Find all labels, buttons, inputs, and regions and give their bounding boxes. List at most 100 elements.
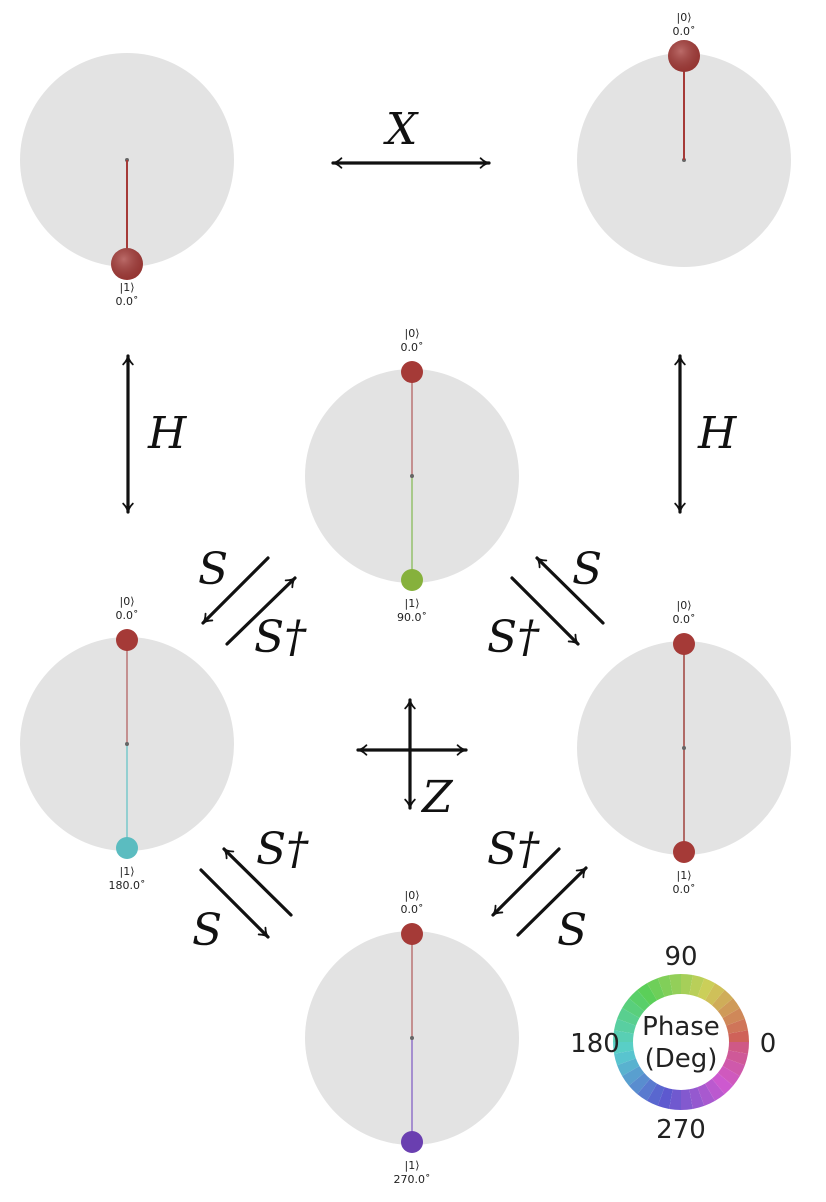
phase-label: 180.0˚ [109, 879, 146, 892]
ket-label: |1⟩ [677, 869, 692, 882]
phase-wheel-segment [614, 1018, 636, 1034]
phase-wheel-segment [697, 978, 715, 1001]
phase-label: 0.0˚ [401, 341, 424, 354]
phase-wheel-segment [711, 1072, 734, 1095]
phase-wheel-segment [705, 983, 725, 1006]
qsphere-state-plus: |0⟩ 0.0˚ |1⟩ 0.0˚ [577, 599, 791, 896]
phase-wheel-segment [669, 1089, 681, 1110]
qsphere-state-minus: |0⟩ 0.0˚ |1⟩ 180.0˚ [20, 595, 234, 892]
sphere-center [682, 746, 686, 750]
z-gate-label: Z [420, 772, 454, 823]
state-ball-zero [401, 923, 423, 945]
state-ball-one [673, 841, 695, 863]
phase-wheel-segment [647, 1083, 665, 1106]
phase-wheel-segment [717, 1066, 740, 1086]
phase-wheel-segment [637, 1078, 657, 1101]
phase-wheel-segment [617, 1008, 640, 1026]
phase-label: 270.0˚ [394, 1173, 431, 1186]
sdagger-gate-label: S† [254, 612, 307, 663]
phase-tick-270: 270 [656, 1115, 706, 1145]
s-gate-arrow-upper-right: S [535, 544, 605, 625]
phase-wheel-segment [726, 1018, 748, 1034]
phase-label: 0.0˚ [673, 25, 696, 38]
qsphere-state-one: |1⟩ 0.0˚ [20, 53, 234, 308]
state-ball-one [401, 569, 423, 591]
state-ball-zero [401, 361, 423, 383]
ket-label: |1⟩ [120, 865, 135, 878]
s-gate-label: S [192, 905, 222, 956]
phase-label: 0.0˚ [673, 613, 696, 626]
ket-label: |1⟩ [405, 597, 420, 610]
phase-wheel-segment [705, 1078, 725, 1101]
phase-wheel-segment [722, 1058, 745, 1076]
sdagger-gate-label: S† [256, 824, 309, 875]
sdagger-gate-label: S† [487, 612, 540, 663]
phase-wheel-segment [637, 983, 657, 1006]
phase-wheel-segment [717, 998, 740, 1018]
phase-wheel-segment [628, 1072, 651, 1095]
s-gate-label: S [572, 544, 602, 595]
state-ball-zero [116, 629, 138, 651]
phase-label: 0.0˚ [116, 609, 139, 622]
s-gate-label: S [557, 905, 587, 956]
sphere-center [410, 474, 414, 478]
state-ball-one [116, 837, 138, 859]
ket-label: |0⟩ [405, 889, 420, 902]
phase-wheel-segment [647, 978, 665, 1001]
phase-wheel-segment [669, 974, 681, 995]
phase-wheel-segment [613, 1042, 634, 1054]
sphere-center [125, 742, 129, 746]
x-gate-label: X [383, 104, 419, 155]
phase-label: 0.0˚ [401, 903, 424, 916]
phase-color-wheel: Phase (Deg) 90 180 0 270 [570, 942, 776, 1145]
state-ball-zero [673, 633, 695, 655]
s-gate-arrow-upper-left: S [198, 544, 270, 625]
sphere-center [410, 1036, 414, 1040]
ket-label: |0⟩ [405, 327, 420, 340]
ket-label: |0⟩ [677, 11, 692, 24]
phase-wheel-segment [681, 974, 693, 995]
qsphere-state-minus-i: |0⟩ 0.0˚ |1⟩ 270.0˚ [305, 889, 519, 1186]
h-gate-label-right: H [697, 408, 738, 459]
h-gate-arrow-left: H [122, 354, 188, 514]
s-gate-label: S [198, 544, 228, 595]
ket-label: |0⟩ [677, 599, 692, 612]
phase-wheel-segment [622, 998, 645, 1018]
phase-label: 0.0˚ [116, 295, 139, 308]
ket-label: |1⟩ [405, 1159, 420, 1172]
phase-tick-180: 180 [570, 1029, 620, 1059]
phase-wheel-segment [728, 1042, 749, 1054]
phase-wheel-segment [622, 1066, 645, 1086]
phase-wheel-segment [722, 1008, 745, 1026]
x-gate-arrow: X [331, 104, 491, 169]
phase-label: 90.0˚ [397, 611, 427, 624]
phase-wheel-segment [657, 975, 673, 997]
phase-wheel-segment [617, 1058, 640, 1076]
qsphere-state-zero: |0⟩ 0.0˚ [577, 11, 791, 267]
s-gate-arrow-lower-left: S [192, 868, 270, 956]
sdagger-gate-label: S† [487, 824, 540, 875]
sdagger-gate-arrow-lower-left: S† [222, 824, 309, 917]
ket-label: |1⟩ [120, 281, 135, 294]
phase-wheel-segment [657, 1087, 673, 1109]
h-gate-arrow-right: H [674, 354, 738, 514]
phase-wheel-segment [697, 1083, 715, 1106]
phase-label: 0.0˚ [673, 883, 696, 896]
phase-wheel-segment [711, 989, 734, 1012]
phase-tick-0: 0 [760, 1029, 777, 1059]
phase-wheel-ring [613, 974, 749, 1110]
phase-wheel-segment [689, 1087, 705, 1109]
phase-wheel-segment [689, 975, 705, 997]
phase-tick-90: 90 [664, 942, 697, 972]
phase-wheel-unit: (Deg) [645, 1044, 718, 1074]
ket-label: |0⟩ [120, 595, 135, 608]
phase-wheel-segment [726, 1050, 748, 1066]
phase-wheel-segment [728, 1030, 749, 1042]
sdagger-gate-arrow-upper-right: S† [487, 576, 580, 663]
s-gate-arrow-lower-right: S [516, 866, 588, 956]
phase-wheel-title: Phase [642, 1012, 720, 1042]
phase-wheel-segment [681, 1089, 693, 1110]
h-gate-label-left: H [147, 408, 188, 459]
phase-wheel-segment [614, 1050, 636, 1066]
